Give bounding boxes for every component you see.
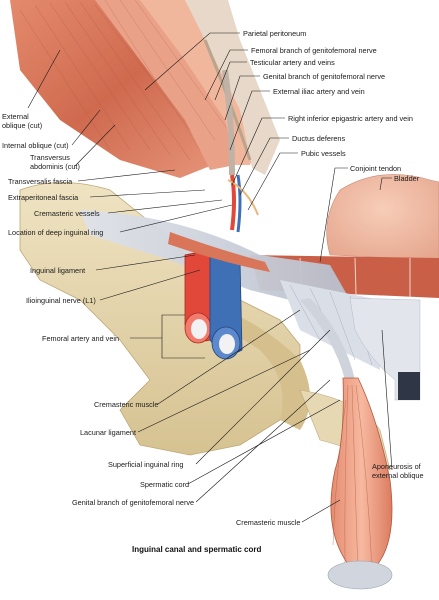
label-femoral-artery-vein: Femoral artery and vein	[42, 334, 119, 343]
label-transversus-2: abdominis (cut)	[30, 162, 80, 171]
figure-caption: Inguinal canal and spermatic cord	[132, 545, 261, 554]
transversus-abdominis	[140, 0, 265, 165]
label-testicular-artery: Testicular artery and veins	[250, 58, 335, 67]
femoral-vein	[209, 254, 243, 360]
leader-lines	[27, 32, 393, 523]
label-aponeurosis-1: Aponeurosis of	[372, 462, 422, 471]
label-cremasteric-muscle-bottom: Cremasteric muscle	[236, 518, 300, 527]
label-pubic-vessels: Pubic vessels	[301, 149, 346, 158]
label-external-oblique-2: oblique (cut)	[2, 121, 42, 130]
label-femoral-branch: Femoral branch of genitofemoral nerve	[251, 46, 377, 55]
femoral-artery	[184, 249, 212, 344]
label-lacunar-ligament: Lacunar ligament	[80, 428, 136, 437]
label-internal-oblique: Internal oblique (cut)	[2, 141, 69, 150]
label-ductus-deferens: Ductus deferens	[292, 134, 345, 143]
label-extraperitoneal-fascia: Extraperitoneal fascia	[8, 193, 79, 202]
spermatic-cord	[300, 298, 393, 590]
internal-oblique-muscle	[95, 0, 245, 170]
label-deep-inguinal-ring: Location of deep inguinal ring	[8, 228, 103, 237]
label-superficial-ring: Superficial inguinal ring	[108, 460, 183, 469]
label-bladder: Bladder	[394, 174, 420, 183]
cremasteric-muscle-fibers	[168, 232, 270, 272]
label-cremasteric-muscle-left: Cremasteric muscle	[94, 400, 158, 409]
label-cremasteric-vessels: Cremasteric vessels	[34, 209, 100, 218]
label-ilioinguinal-nerve: Ilioinguinal nerve (L1)	[26, 296, 96, 305]
label-parietal-peritoneum: Parietal peritoneum	[243, 29, 306, 38]
label-transversus-1: Transversus	[30, 153, 70, 162]
label-conjoint-tendon: Conjoint tendon	[350, 164, 401, 173]
label-right-inferior-epigastric: Right inferior epigastric artery and vei…	[288, 114, 413, 123]
label-spermatic-cord: Spermatic cord	[140, 480, 189, 489]
label-aponeurosis-2: external oblique	[372, 471, 424, 480]
label-genital-branch-top: Genital branch of genitofemoral nerve	[263, 72, 385, 81]
label-inguinal-ligament: Inguinal ligament	[30, 266, 85, 275]
label-external-oblique-1: External	[2, 112, 29, 121]
aponeurosis-external-oblique	[349, 297, 421, 401]
epigastric-vessels	[227, 174, 259, 233]
external-oblique-muscle	[10, 0, 225, 178]
label-genital-branch-bottom: Genital branch of genitofemoral nerve	[72, 498, 194, 507]
labels: Parietal peritoneum Femoral branch of ge…	[2, 29, 424, 554]
bladder	[326, 174, 439, 261]
external-iliac-vessels	[222, 69, 235, 176]
label-transversalis-fascia: Transversalis fascia	[8, 177, 73, 186]
label-external-iliac: External iliac artery and vein	[273, 87, 365, 96]
